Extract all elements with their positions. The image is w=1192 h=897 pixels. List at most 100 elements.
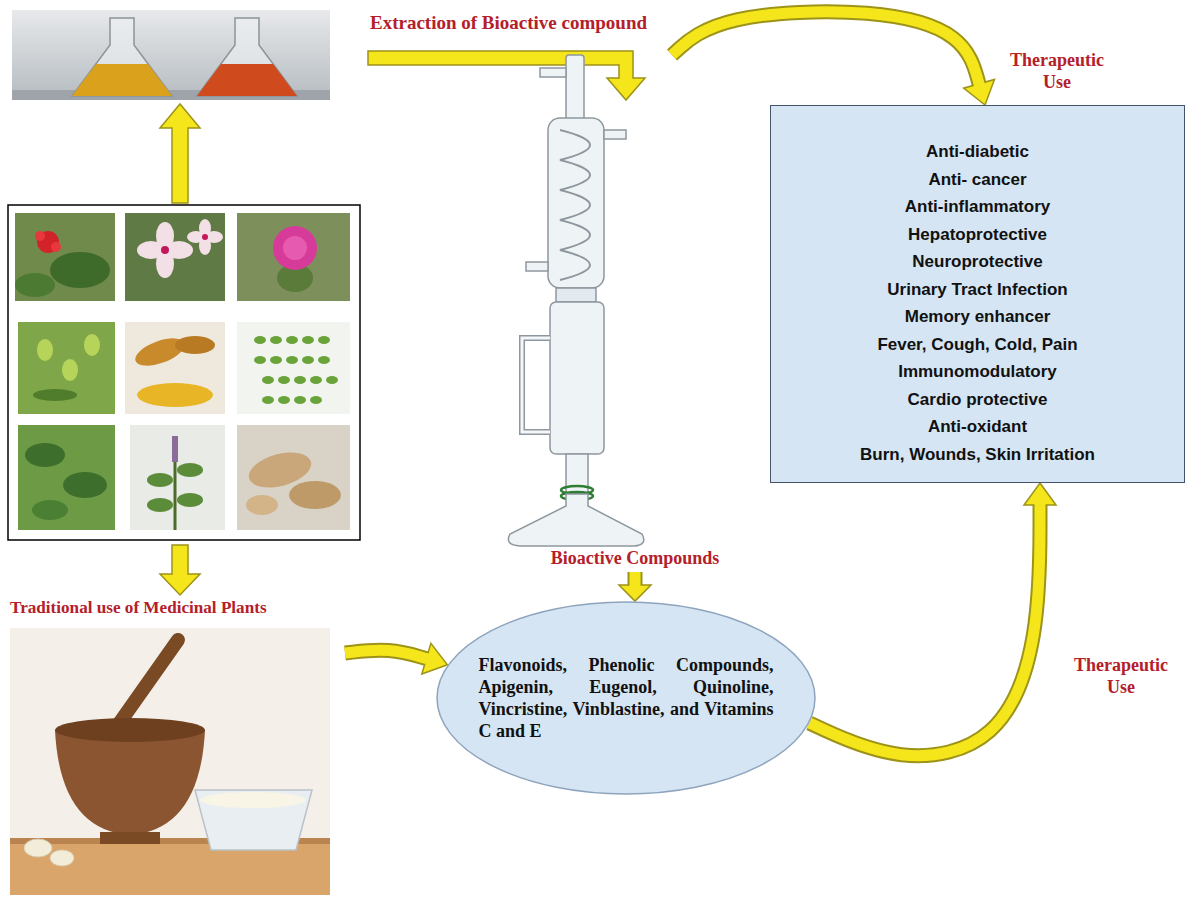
arrow-label: Therapeutic Use	[1066, 655, 1176, 698]
illustration-part	[35, 231, 45, 241]
illustration-part	[195, 790, 312, 850]
illustration-part	[175, 336, 215, 354]
list-item: Anti-diabetic	[779, 138, 1176, 166]
illustration-part	[55, 718, 205, 742]
illustration-part	[318, 356, 330, 364]
process-arrow	[160, 104, 200, 203]
illustration-part	[165, 241, 193, 259]
illustration-part	[200, 792, 306, 808]
illustration-part	[15, 273, 55, 297]
list-item: Anti-inflammatory	[779, 193, 1176, 221]
illustration-part	[604, 130, 626, 139]
illustration-part	[100, 832, 160, 844]
illustration-part	[556, 288, 596, 302]
illustration-part	[63, 472, 107, 498]
ellipse-outline	[436, 601, 816, 795]
illustration-part	[125, 322, 225, 414]
illustration-part	[32, 500, 68, 520]
process-arrow	[368, 51, 645, 100]
plant-grid	[8, 205, 360, 540]
illustration-part	[12, 10, 330, 100]
illustration-part	[137, 219, 223, 278]
arrow-shaft	[345, 650, 429, 659]
photo-node: Traditional use of Medicinal Plants	[10, 598, 345, 895]
list-item: Burn, Wounds, Skin Irritation	[779, 441, 1176, 469]
list-item: Immunomodulatory	[779, 358, 1176, 386]
illustration-part	[62, 359, 78, 381]
illustration-part	[33, 389, 77, 401]
illustration-part	[137, 383, 213, 407]
illustration-part	[262, 376, 274, 384]
illustration-part	[294, 376, 306, 384]
flow-arrow	[672, 12, 994, 105]
illustration-part	[132, 333, 188, 371]
ellipse-text: Flavonoids, Phenolic Compounds, Apigenin…	[479, 654, 774, 742]
list-item: Neuroprotective	[779, 248, 1176, 276]
illustration-part	[526, 262, 548, 271]
illustration-part	[147, 498, 173, 512]
illustration-part	[72, 18, 172, 96]
illustration-part	[286, 336, 298, 344]
section-label: Extraction of Bioactive compound	[370, 12, 647, 35]
illustration-part	[202, 234, 208, 240]
list-item: Anti-oxidant	[779, 413, 1176, 441]
illustration-part	[270, 356, 282, 364]
illustration-part	[254, 336, 338, 404]
illustration-part	[130, 425, 225, 530]
ellipse-shape	[437, 602, 815, 794]
arrow-shaft	[810, 502, 1040, 756]
illustration-part	[10, 628, 330, 895]
illustration-part	[289, 481, 341, 509]
illustration-part	[566, 55, 584, 120]
illustration-part	[137, 241, 165, 259]
illustration-part	[197, 18, 297, 96]
illustration-part	[262, 396, 274, 404]
illustration-part	[237, 425, 350, 530]
illustration-part	[125, 213, 225, 301]
illustration-part	[254, 356, 266, 364]
illustration-part	[50, 252, 110, 288]
flow-arrow	[345, 643, 447, 674]
illustration-part	[72, 64, 172, 96]
illustration-part	[522, 338, 550, 432]
heading-text: Traditional use of Medicinal Plants	[10, 598, 345, 619]
illustration-part	[177, 463, 203, 477]
illustration-part	[50, 850, 74, 866]
process-arrow	[160, 545, 200, 595]
illustration-part	[254, 336, 266, 344]
illustration-part	[237, 213, 350, 301]
illustration-part	[560, 130, 590, 280]
flask-photo	[12, 10, 330, 100]
illustration-part	[540, 68, 566, 77]
illustration-part	[548, 118, 604, 288]
illustration-part	[237, 322, 350, 414]
illustration-part	[147, 473, 173, 487]
use-list-box: Anti-diabeticAnti- cancerAnti-inflammato…	[770, 105, 1185, 483]
illustration-part	[18, 322, 115, 414]
illustration-part	[302, 356, 314, 364]
list-item: Hepatoprotective	[779, 221, 1176, 249]
mortar-photo	[10, 628, 330, 895]
illustration-part	[161, 246, 169, 254]
arrow-label: Therapeutic Use	[1002, 50, 1112, 93]
arrow-shaft	[630, 572, 641, 588]
arrow-shaft	[672, 12, 980, 87]
illustration-part	[246, 495, 278, 515]
illustration-part	[283, 236, 307, 260]
illustration-part	[51, 242, 61, 252]
list-item: Urinary Tract Infection	[779, 276, 1176, 304]
illustration-part	[310, 396, 322, 404]
heading-text: Bioactive Compounds	[551, 548, 720, 570]
arrow-head	[1024, 483, 1056, 505]
illustration-part	[177, 493, 203, 507]
illustration-part	[8, 205, 360, 540]
illustration-part	[302, 336, 314, 344]
illustration-part	[18, 425, 115, 530]
illustration-part	[278, 396, 290, 404]
apparatus-node: Bioactive Compounds	[495, 55, 775, 570]
illustration-part	[37, 339, 53, 361]
illustration-part	[25, 443, 65, 467]
illustration-part	[84, 334, 100, 356]
illustration-part	[286, 356, 298, 364]
